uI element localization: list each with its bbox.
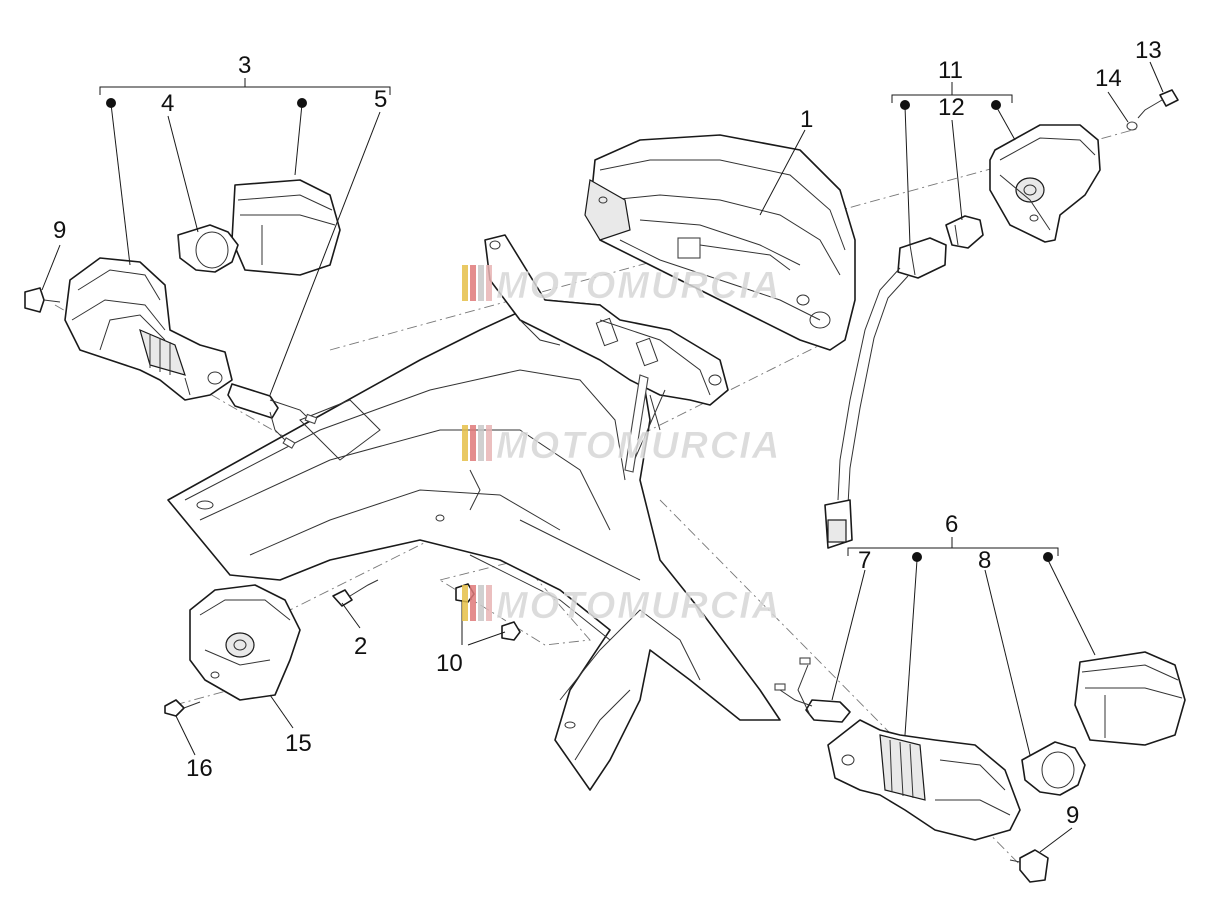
watermark-stripe <box>470 265 476 301</box>
callout-leaders <box>41 61 1164 853</box>
callout-4: 4 <box>161 90 174 117</box>
watermark-logo-1: MOTOMURCIA <box>462 265 781 307</box>
callout-10: 10 <box>436 650 463 677</box>
watermark-logo-3: MOTOMURCIA <box>462 585 781 627</box>
dot-6-right <box>1043 552 1053 562</box>
callout-labels: 1 2 3 4 5 6 7 8 9 9 10 11 12 13 14 15 16 <box>53 37 1162 829</box>
watermark-stripe <box>486 585 492 621</box>
watermark-stripe <box>462 425 468 461</box>
left-turn-signal-assembly <box>24 179 341 449</box>
watermark-stripe <box>470 585 476 621</box>
rear-cover-bracket <box>164 579 521 717</box>
dot-11-left <box>900 100 910 110</box>
watermark-text: MOTOMURCIA <box>496 265 781 307</box>
callout-11: 11 <box>938 57 963 84</box>
bracket-dots <box>106 98 1053 562</box>
callout-9-left: 9 <box>53 217 66 244</box>
callout-6: 6 <box>945 511 958 538</box>
callout-5: 5 <box>374 86 387 113</box>
tail-light-assembly <box>584 134 856 351</box>
callout-1: 1 <box>800 106 813 133</box>
watermark-text: MOTOMURCIA <box>496 585 781 627</box>
watermark-stripe <box>478 585 484 621</box>
callout-12: 12 <box>938 94 965 121</box>
dot-6-mid <box>912 552 922 562</box>
callout-16: 16 <box>186 755 213 782</box>
dot-11-right <box>991 100 1001 110</box>
dot-3-right <box>297 98 307 108</box>
callout-13: 13 <box>1135 37 1162 64</box>
watermark-stripe <box>462 265 468 301</box>
watermark-stripe <box>478 265 484 301</box>
callout-7: 7 <box>858 547 871 574</box>
watermark-stripe <box>486 425 492 461</box>
callout-3: 3 <box>238 52 251 79</box>
callout-2: 2 <box>354 633 367 660</box>
right-turn-signal-assembly <box>774 651 1186 883</box>
callout-9-right: 9 <box>1066 802 1079 829</box>
watermark-stripe <box>486 265 492 301</box>
frame-mounting-bracket <box>484 234 729 473</box>
callout-8: 8 <box>978 547 991 574</box>
watermark-stripe <box>470 425 476 461</box>
watermark-stripe <box>478 425 484 461</box>
watermark-text: MOTOMURCIA <box>496 425 781 467</box>
dot-3-left <box>106 98 116 108</box>
watermark-logo-2: MOTOMURCIA <box>462 425 781 467</box>
callout-14: 14 <box>1095 65 1122 92</box>
callout-15: 15 <box>285 730 312 757</box>
watermark-stripe <box>462 585 468 621</box>
license-plate-light-assembly <box>824 89 1179 549</box>
